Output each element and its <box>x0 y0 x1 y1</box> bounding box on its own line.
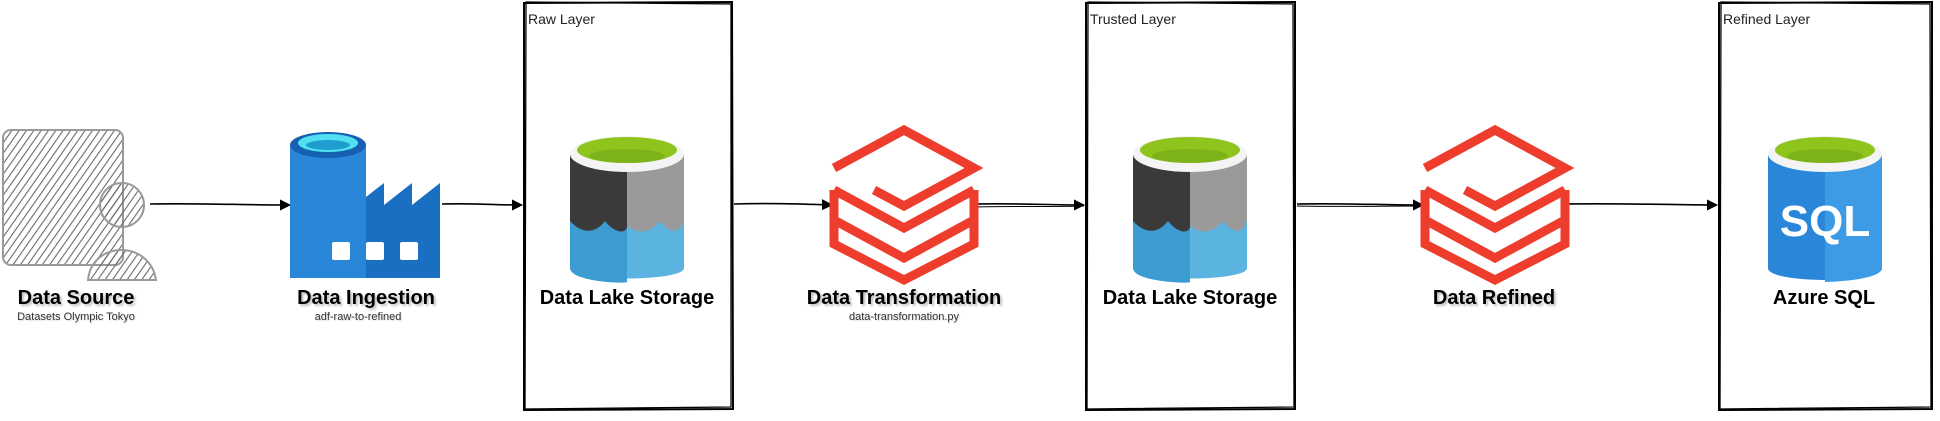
node-subtitle-data-ingestion: adf-raw-to-refined <box>314 311 402 323</box>
arrows <box>149 199 1719 211</box>
node-title-data-lake-raw: Data Lake Storage <box>539 287 715 309</box>
data-lake-storage-icon <box>570 136 684 283</box>
layer-label-raw: Raw Layer <box>528 11 595 27</box>
node-title-data-lake-trusted: Data Lake Storage <box>1102 287 1278 309</box>
layer-box-raw <box>523 0 735 412</box>
node-title-azure-sql: Azure SQL <box>1772 287 1876 309</box>
node-subtitle-data-transformation: data-transformation.py <box>848 311 960 323</box>
data-factory-icon <box>290 132 440 278</box>
arrow-raw-to-transformation <box>733 199 834 211</box>
user-data-icon <box>2 129 158 281</box>
databricks-icon <box>1420 124 1575 286</box>
layer-box-trusted <box>1085 0 1296 412</box>
node-subtitle-data-source: Datasets Olympic Tokyo <box>17 311 135 323</box>
data-lake-storage-icon <box>1133 136 1247 283</box>
azure-sql-icon: SQL <box>1768 136 1882 282</box>
arrow-refined-to-sql <box>1564 199 1719 211</box>
node-title-data-ingestion: Data Ingestion <box>297 287 435 309</box>
layer-box-refined <box>1718 0 1933 412</box>
node-title-data-transformation: Data Transformation <box>806 287 1002 309</box>
layer-label-refined: Refined Layer <box>1723 11 1811 27</box>
sql-icon-text: SQL <box>1780 197 1870 246</box>
node-title-data-refined: Data Refined <box>1432 287 1556 309</box>
layer-label-trusted: Trusted Layer <box>1090 11 1176 27</box>
arrow-transformation-to-trusted <box>975 199 1086 211</box>
node-title-data-source: Data Source <box>17 287 135 309</box>
arrow-trusted-to-refined <box>1296 199 1425 211</box>
arrow-ingestion-to-raw <box>441 199 524 211</box>
arrow-source-to-ingestion <box>149 199 292 211</box>
databricks-icon <box>829 124 984 286</box>
